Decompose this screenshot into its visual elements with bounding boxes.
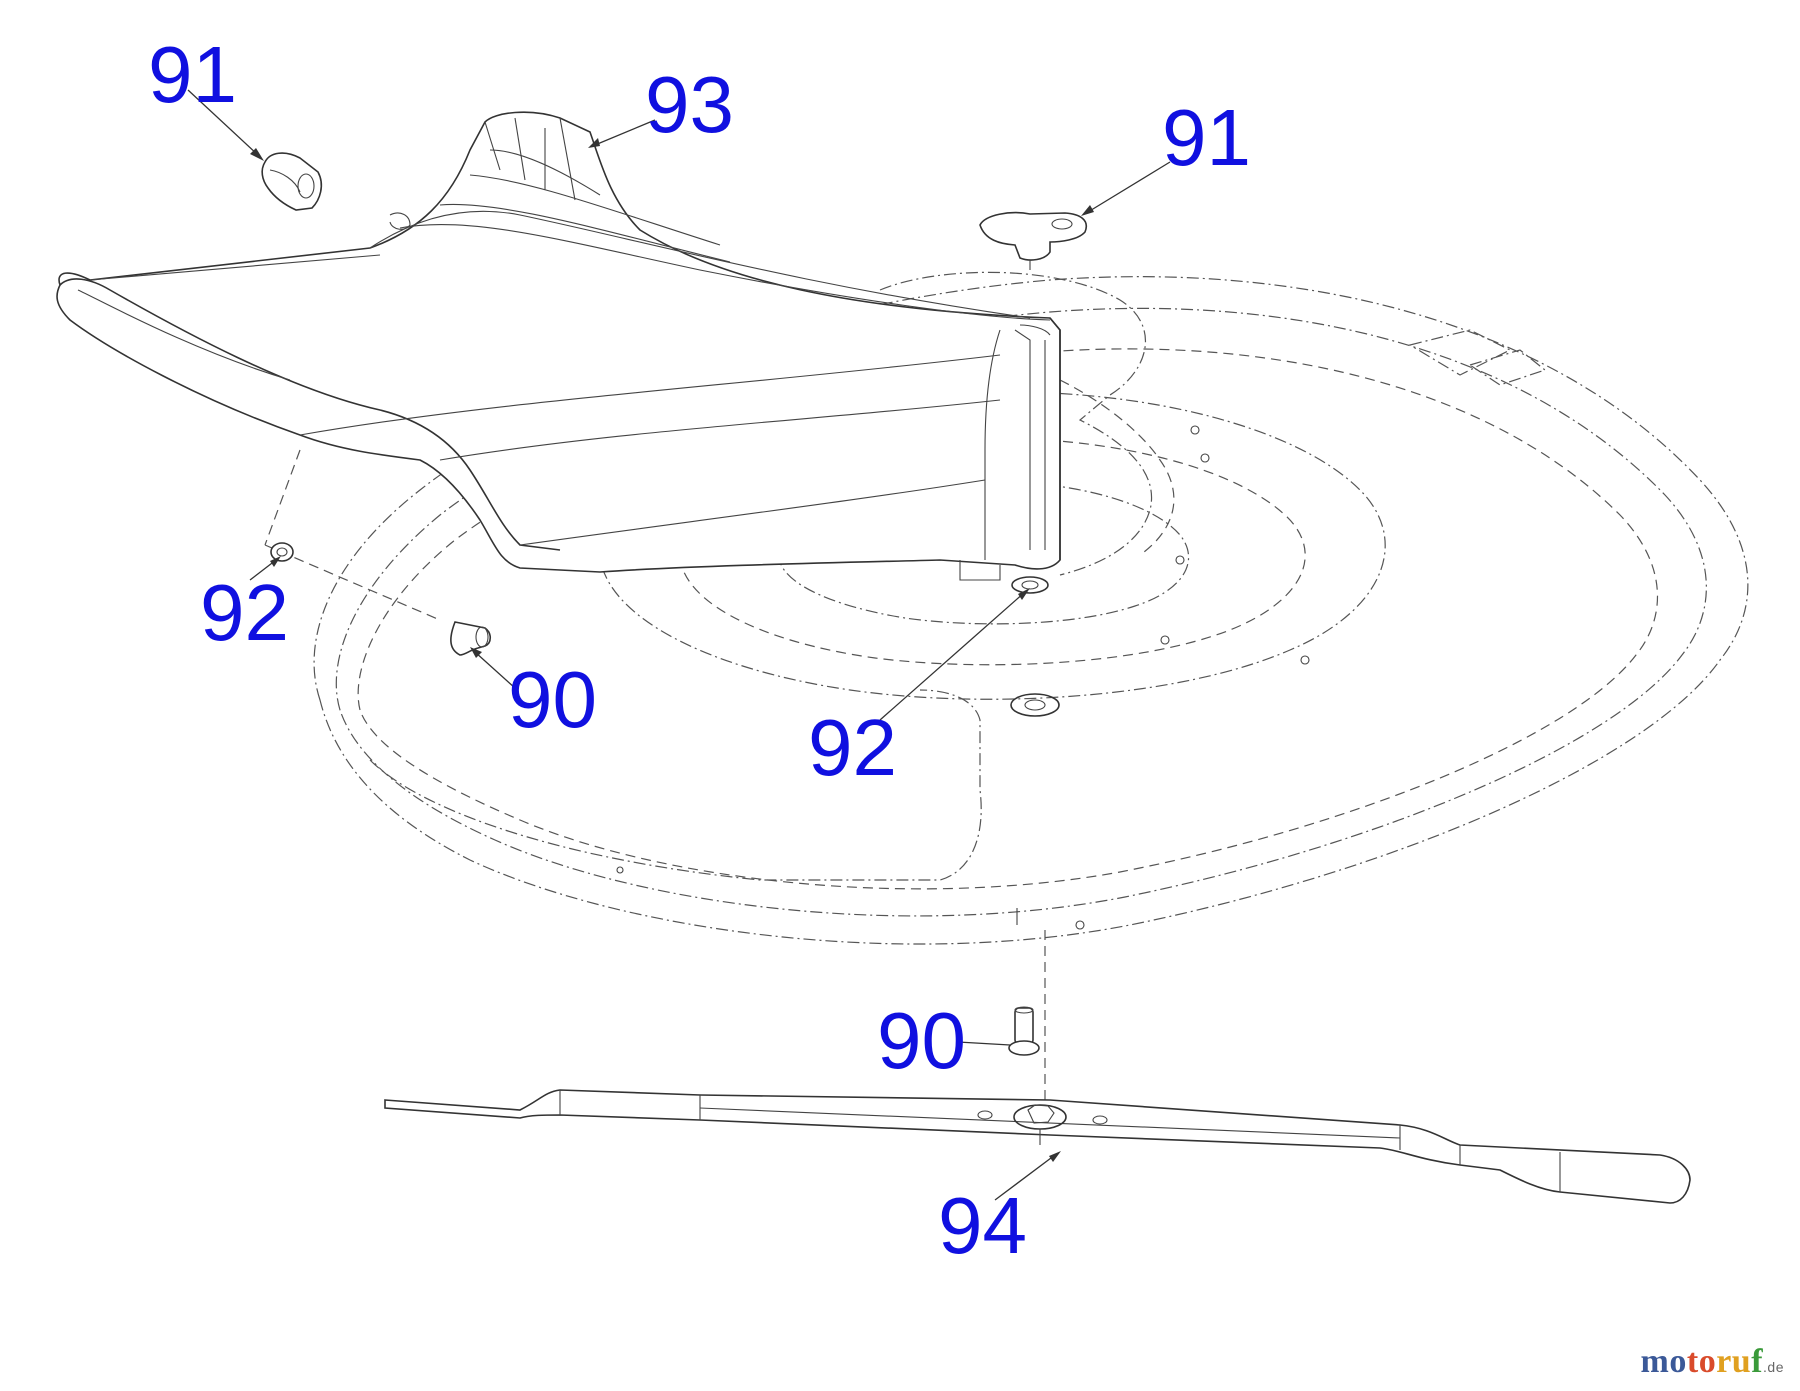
blade-94 xyxy=(384,1089,1691,1204)
label-91-right: 91 xyxy=(1162,93,1251,182)
left-axis xyxy=(264,449,301,546)
watermark-part4: f xyxy=(1751,1343,1764,1380)
knob-91-left xyxy=(261,152,323,211)
watermark-part2: to xyxy=(1686,1343,1717,1380)
label-91-top-left: 91 xyxy=(148,30,237,119)
label-90-left: 90 xyxy=(508,655,597,744)
label-93: 93 xyxy=(645,60,734,149)
label-92-left: 92 xyxy=(200,568,289,657)
label-94: 94 xyxy=(938,1181,1027,1270)
bolt-90-center xyxy=(1008,1006,1040,1056)
knob-91-right xyxy=(979,211,1087,270)
label-92-center: 92 xyxy=(808,703,897,792)
part-labels: 91 93 91 92 90 92 90 94 xyxy=(148,30,1251,1270)
watermark-tld: .de xyxy=(1763,1359,1784,1375)
grass-chute xyxy=(56,111,1061,581)
watermark-logo: motoruf.de xyxy=(1641,1343,1784,1381)
watermark-part3: ru xyxy=(1716,1343,1752,1380)
bolt-90-left xyxy=(450,621,492,656)
watermark-part1: mo xyxy=(1640,1343,1687,1380)
leader-lines xyxy=(187,89,1171,1201)
label-90-center: 90 xyxy=(877,996,966,1085)
washer-92-left xyxy=(270,542,294,562)
